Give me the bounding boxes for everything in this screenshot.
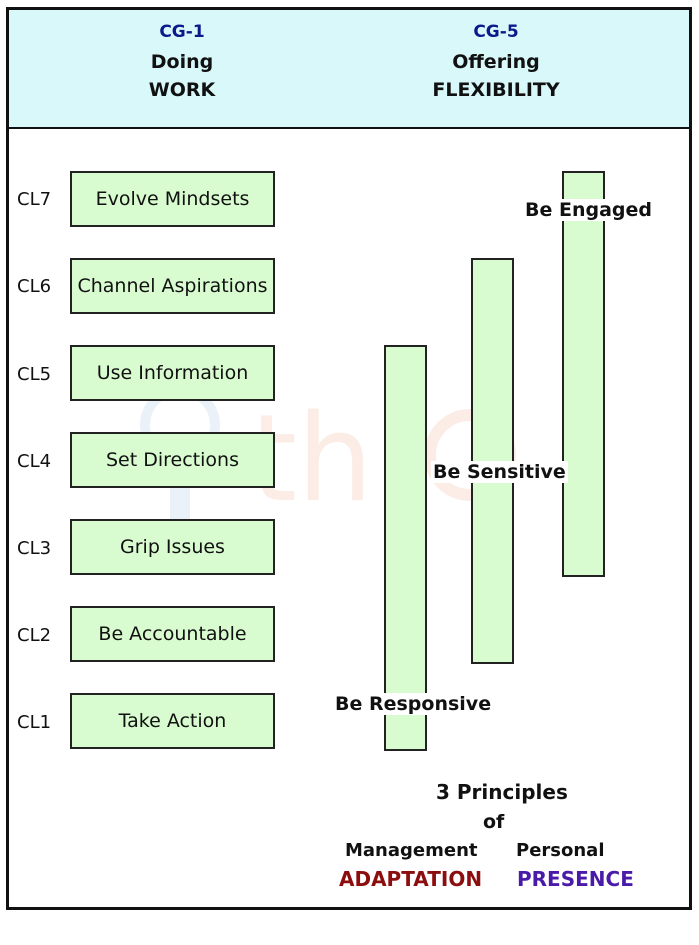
footer-presence: PRESENCE xyxy=(517,867,634,891)
header-right-code: CG-5 xyxy=(473,22,519,42)
level-label-cl1: CL1 xyxy=(17,712,52,733)
footer-management-label: Management xyxy=(345,840,478,861)
footer-adaptation: ADAPTATION xyxy=(339,867,483,891)
header-right-line2: FLEXIBILITY xyxy=(432,79,560,101)
footer-title-line2: of xyxy=(483,811,505,833)
header-left-code: CG-1 xyxy=(159,22,205,42)
bar-be-responsive xyxy=(384,345,427,751)
bar-label-be-responsive: Be Responsive xyxy=(333,693,494,715)
footer-personal-label: Personal xyxy=(516,840,605,861)
level-box-cl4: Set Directions xyxy=(70,432,275,488)
level-label-cl2: CL2 xyxy=(17,625,52,646)
level-box-cl7: Evolve Mindsets xyxy=(70,171,275,227)
header-left-line2: WORK xyxy=(148,79,216,101)
footer-title-line1: 3 Principles xyxy=(436,780,568,804)
header-right: CG-5 Offering FLEXIBILITY xyxy=(376,22,616,104)
header-left-line1: Doing xyxy=(150,51,214,73)
level-label-cl7: CL7 xyxy=(17,189,52,210)
level-label-cl5: CL5 xyxy=(17,364,52,385)
bar-be-engaged xyxy=(562,171,605,577)
bar-label-be-engaged: Be Engaged xyxy=(523,199,654,221)
level-box-cl3: Grip Issues xyxy=(70,519,275,575)
level-label-cl4: CL4 xyxy=(17,451,52,472)
level-box-cl6: Channel Aspirations xyxy=(70,258,275,314)
level-label-cl6: CL6 xyxy=(17,276,52,297)
level-label-cl3: CL3 xyxy=(17,538,52,559)
bar-label-be-sensitive: Be Sensitive xyxy=(431,461,568,483)
level-box-cl2: Be Accountable xyxy=(70,606,275,662)
level-box-cl1: Take Action xyxy=(70,693,275,749)
header-right-line1: Offering xyxy=(452,51,540,73)
header-left: CG-1 Doing WORK xyxy=(62,22,302,104)
level-box-cl5: Use Information xyxy=(70,345,275,401)
header-band: CG-1 Doing WORK CG-5 Offering FLEXIBILIT… xyxy=(9,10,689,129)
